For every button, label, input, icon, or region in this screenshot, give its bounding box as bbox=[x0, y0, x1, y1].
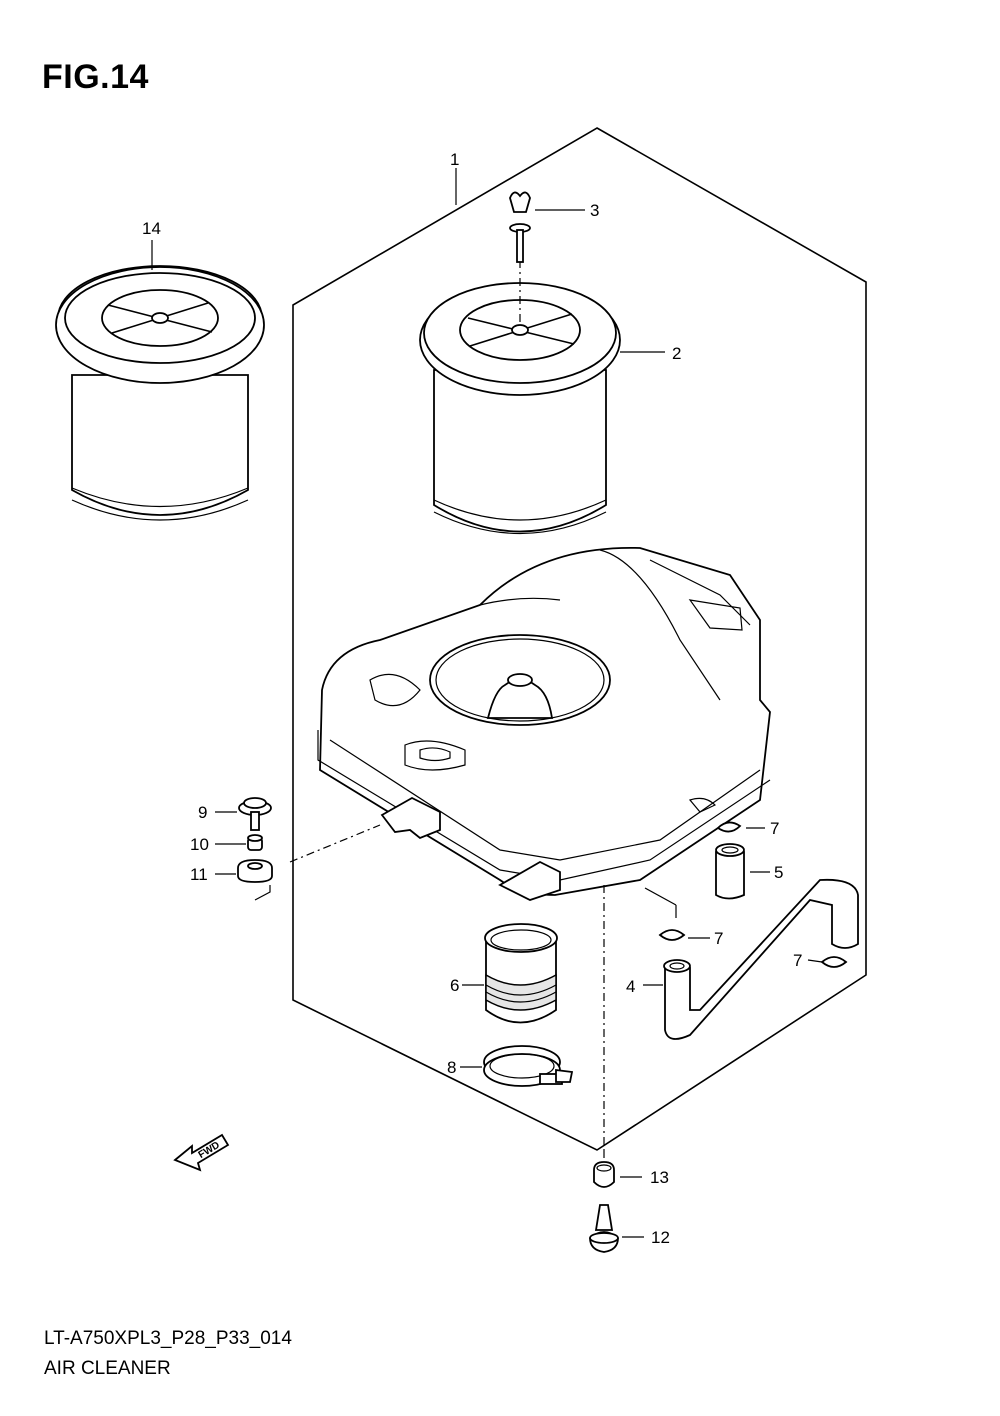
outlet-tube-6 bbox=[462, 923, 558, 1024]
callout-7b: 7 bbox=[714, 929, 723, 948]
callout-10: 10 bbox=[190, 835, 209, 854]
callout-1: 1 bbox=[450, 150, 459, 169]
diagram-code: LT-A750XPL3_P28_P33_014 bbox=[44, 1328, 292, 1349]
callout-4: 4 bbox=[626, 977, 635, 996]
callout-6: 6 bbox=[450, 976, 459, 995]
drain-plug-12 bbox=[589, 1204, 644, 1253]
callout-12: 12 bbox=[651, 1228, 670, 1247]
filter-element-2 bbox=[419, 260, 665, 535]
spare-filter-element-14 bbox=[55, 240, 265, 521]
callout-8: 8 bbox=[447, 1058, 456, 1077]
diagram-name: AIR CLEANER bbox=[44, 1358, 171, 1379]
hose-clip-7a bbox=[716, 821, 765, 833]
callout-7c: 7 bbox=[793, 951, 802, 970]
callout-11: 11 bbox=[190, 865, 208, 884]
clamp-8 bbox=[460, 1045, 574, 1087]
air-cleaner-housing bbox=[317, 546, 771, 901]
collar-10 bbox=[215, 834, 263, 851]
callout-3: 3 bbox=[590, 201, 599, 220]
callout-2: 2 bbox=[672, 344, 681, 363]
callout-7a: 7 bbox=[770, 819, 779, 838]
figure-title: FIG.14 bbox=[42, 58, 149, 96]
callout-14: 14 bbox=[142, 219, 161, 238]
callout-13: 13 bbox=[650, 1168, 669, 1187]
fwd-label: FWD bbox=[197, 1140, 222, 1161]
wing-bolt-3 bbox=[509, 191, 585, 263]
drain-hose-5 bbox=[715, 843, 770, 900]
cap-13 bbox=[593, 1161, 642, 1188]
assembly-outline bbox=[292, 127, 867, 1151]
callout-5: 5 bbox=[774, 863, 783, 882]
bolt-9 bbox=[215, 797, 272, 831]
cushion-11 bbox=[215, 859, 273, 901]
hose-clip-7c bbox=[807, 956, 848, 968]
hose-clip-7b bbox=[644, 887, 710, 941]
callout-9: 9 bbox=[198, 803, 207, 822]
drain-hose-4 bbox=[643, 878, 859, 1040]
fwd-arrow-icon: FWD bbox=[173, 1133, 230, 1172]
